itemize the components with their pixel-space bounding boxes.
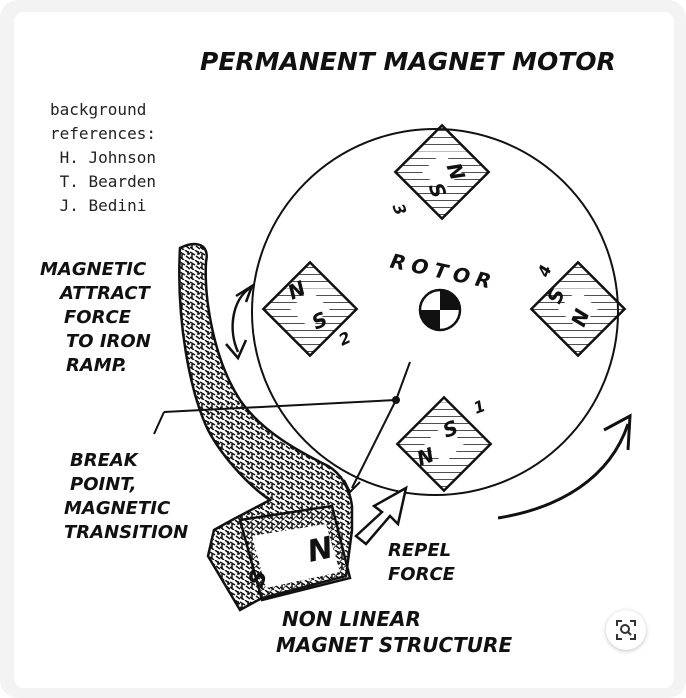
repel-line-1: REPEL (388, 540, 451, 561)
references-line-1: background (50, 100, 147, 119)
break-line-2: POINT, (70, 474, 136, 495)
rotor-label: ROTOR (388, 249, 499, 295)
diagram-title: PERMANENT MAGNET MOTOR (200, 47, 616, 76)
attract-line-5: RAMP. (66, 355, 127, 376)
magnet-1-number: 1 (471, 396, 488, 418)
attract-arrow (225, 282, 255, 361)
rotor-magnet-2 (261, 260, 359, 358)
rotor-magnet-3 (393, 123, 491, 221)
structure-label: NON LINEAR MAGNET STRUCTURE (276, 607, 512, 657)
repel-arrow (354, 485, 408, 546)
magnet-2-number: 2 (336, 328, 354, 350)
reference-bearden: T. Bearden (50, 172, 156, 191)
rotor-magnet-4 (529, 260, 627, 358)
break-line-3: MAGNETIC (64, 498, 171, 519)
attract-line-2: ATTRACT (58, 283, 152, 304)
break-point-lines (153, 361, 411, 494)
structure-line-1: NON LINEAR (282, 607, 421, 631)
attract-line-3: FORCE (64, 307, 132, 328)
rotor-magnet-1 (395, 395, 493, 493)
visual-search-icon (616, 620, 636, 640)
repel-line-2: FORCE (388, 564, 456, 585)
attract-line-1: MAGNETIC (40, 259, 147, 280)
attract-line-4: TO IRON (66, 331, 151, 352)
stator-magnet (238, 504, 352, 602)
visual-search-button[interactable] (606, 610, 646, 650)
structure-line-2: MAGNET STRUCTURE (276, 633, 512, 657)
break-line-4: TRANSITION (64, 522, 188, 543)
rotation-arrow (497, 413, 632, 520)
rotor-hub (418, 288, 462, 332)
references-line-2: references: (50, 124, 156, 143)
background-references: background references: H. Johnson T. Bea… (50, 98, 200, 218)
attract-force-label: MAGNETIC ATTRACT FORCE TO IRON RAMP. (40, 259, 152, 376)
break-line-1: BREAK (70, 450, 140, 471)
magnet-4-number: 4 (534, 262, 556, 280)
magnet-3-number: 3 (389, 201, 411, 218)
reference-bedini: J. Bedini (50, 196, 147, 215)
repel-force-label: REPEL FORCE (388, 540, 456, 585)
break-point-label: BREAK POINT, MAGNETIC TRANSITION (64, 450, 188, 543)
rotor-label-group: ROTOR (388, 249, 499, 295)
reference-johnson: H. Johnson (50, 148, 156, 167)
